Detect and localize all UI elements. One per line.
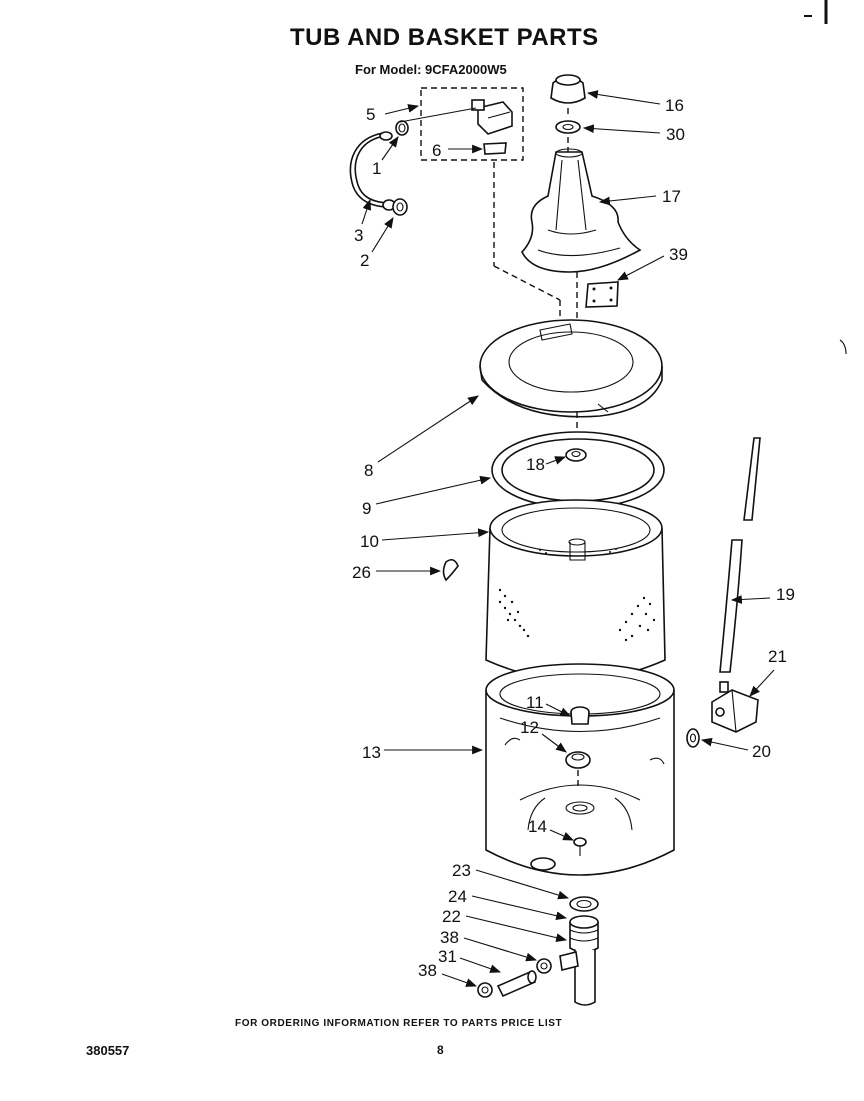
- agitator-part-17: [521, 148, 642, 273]
- callout-17: 17: [662, 187, 681, 206]
- ordering-note: FOR ORDERING INFORMATION REFER TO PARTS …: [235, 1018, 563, 1029]
- washer-part-20: [686, 728, 700, 748]
- callout-26: 26: [352, 563, 371, 582]
- callout-31: 31: [438, 947, 457, 966]
- valve-kit-box: [420, 87, 524, 161]
- callout-30: 30: [666, 125, 685, 144]
- screen-part-6: [483, 142, 507, 155]
- callout-3: 3: [354, 226, 363, 245]
- model-line: For Model: 9CFA2000W5: [355, 62, 507, 77]
- callout-14: 14: [528, 817, 547, 836]
- callout-2: 2: [360, 251, 369, 270]
- callout-11: 11: [526, 693, 544, 712]
- clamp-part-38-upper: [536, 958, 552, 974]
- clamp-part-38-lower: [477, 982, 493, 998]
- bearing-part-11: [570, 706, 590, 725]
- tub-cover-gasket-part-9: [491, 431, 665, 509]
- callout-22: 22: [442, 907, 461, 926]
- seal-part-22: [569, 915, 599, 953]
- callout-1: 1: [372, 159, 381, 178]
- label-part-39: [585, 281, 619, 308]
- inlet-valve-part-5: [471, 99, 513, 135]
- scan-mark: [839, 339, 847, 355]
- drain-outlet-part-24: [569, 896, 599, 912]
- callout-12: 12: [520, 718, 539, 737]
- nut-part-18: [565, 448, 587, 462]
- callout-24: 24: [448, 887, 467, 906]
- callout-16: 16: [665, 96, 684, 115]
- callout-10: 10: [360, 532, 379, 551]
- page-number: 8: [437, 1043, 444, 1057]
- fill-hose-assembly: [349, 131, 396, 211]
- pressure-hose-part-19: [719, 437, 761, 673]
- seal-part-12: [565, 751, 591, 769]
- basket-part-10: [485, 499, 666, 681]
- drain-plug-part-14: [573, 837, 587, 856]
- callout-38-lower: 38: [418, 961, 437, 980]
- page-title: TUB AND BASKET PARTS: [290, 24, 599, 51]
- callout-18: 18: [526, 455, 545, 474]
- hose-part-31: [496, 970, 537, 998]
- callout-23: 23: [452, 861, 471, 880]
- callout-5: 5: [366, 105, 375, 124]
- hose-washer-part-1: [395, 120, 409, 136]
- callout-13: 13: [362, 743, 381, 762]
- tub-ring-part-8: [479, 319, 663, 418]
- agitator-cap-part-16: [550, 74, 586, 104]
- seal-part-30: [555, 120, 581, 134]
- drain-tee: [559, 950, 596, 1006]
- callout-19: 19: [776, 585, 795, 604]
- callout-8: 8: [364, 461, 373, 480]
- document-number: 380557: [86, 1043, 130, 1058]
- callout-6: 6: [432, 141, 441, 160]
- hose-washer-part-2: [392, 198, 408, 216]
- pressure-switch-part-21: [711, 681, 759, 733]
- callout-39: 39: [669, 245, 688, 264]
- callout-21: 21: [768, 647, 787, 666]
- callout-38-upper: 38: [440, 928, 459, 947]
- callout-9: 9: [362, 499, 371, 518]
- clip-part-26: [442, 558, 459, 582]
- callout-20: 20: [752, 742, 771, 761]
